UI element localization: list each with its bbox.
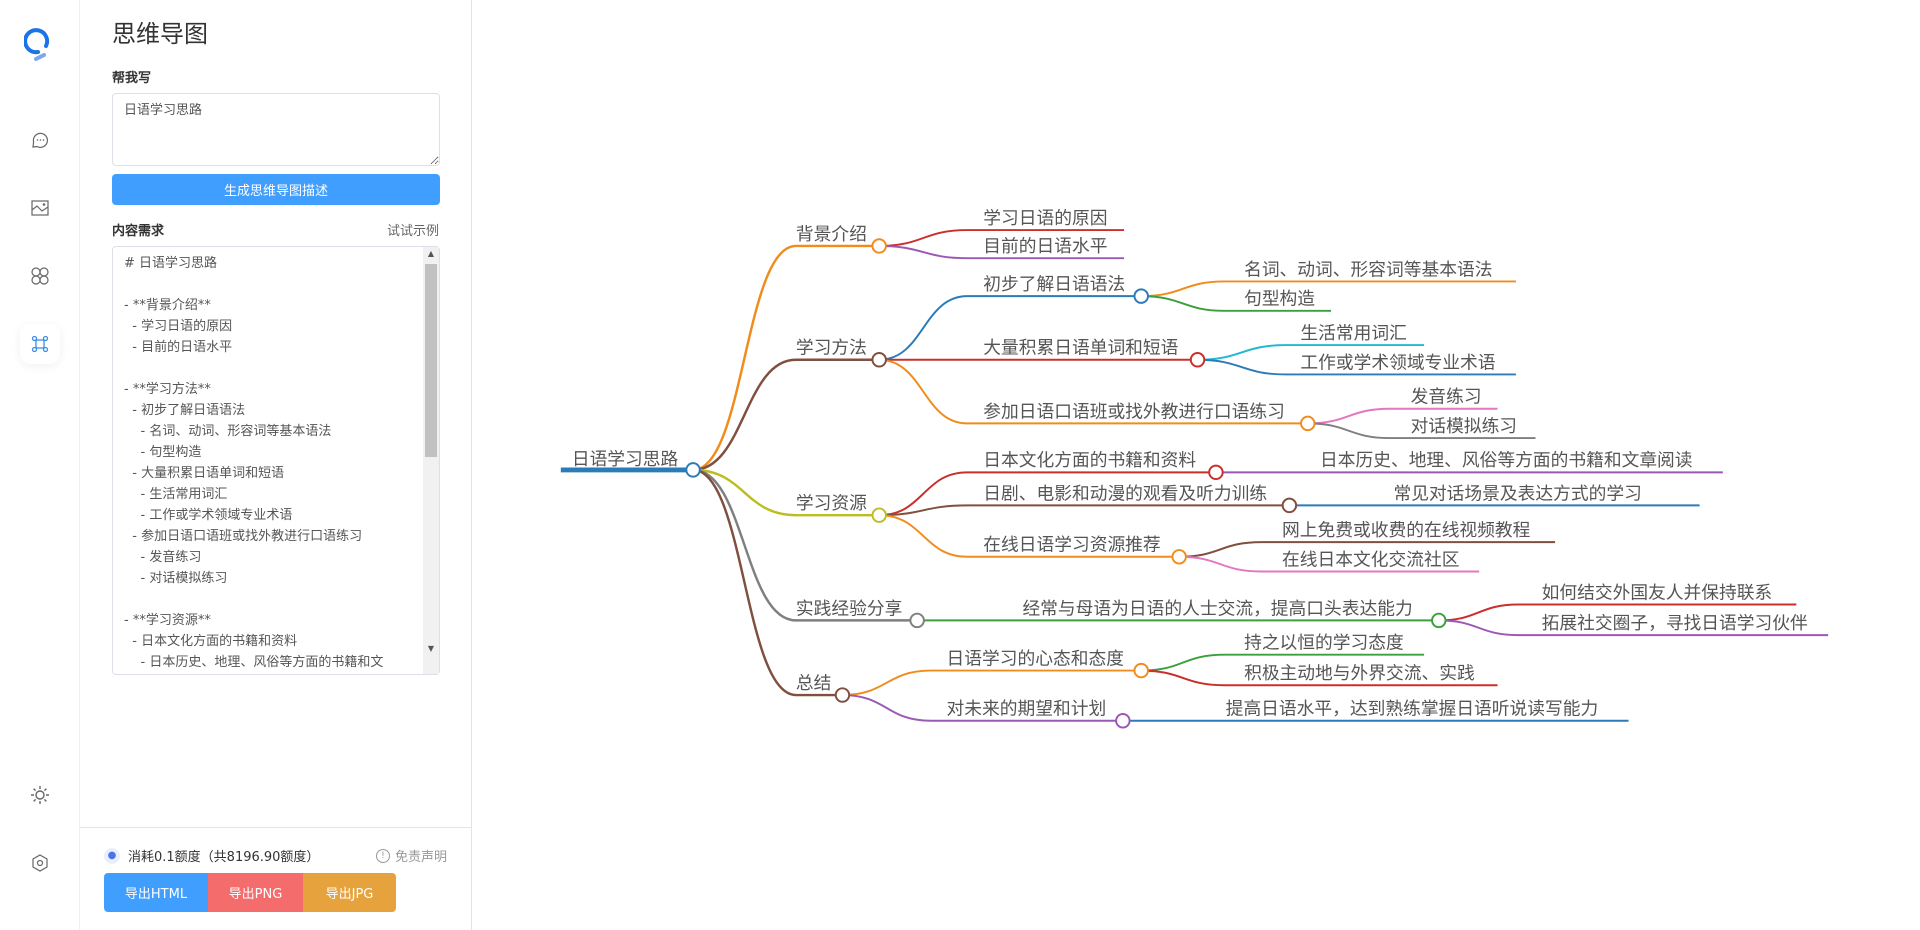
mindmap-edge [842,669,1142,697]
sidebar-nav [0,0,80,930]
image-icon[interactable] [20,188,60,228]
mindmap-leaf-node[interactable]: 目前的日语水平 [983,236,1107,257]
divider [80,827,472,828]
mindmap-edge [879,504,1290,517]
disclaimer-text: 免责声明 [394,850,447,865]
node-collapse-toggle[interactable] [1208,464,1224,481]
mindmap-node[interactable]: 背景介绍 [796,224,867,245]
node-collapse-toggle[interactable] [1300,415,1316,432]
export-jpg-button[interactable]: 导出JPG [303,873,396,912]
topic-input[interactable]: 日语学习思路 [112,93,440,166]
mindmap-leaf-node[interactable]: 对话模拟练习 [1411,416,1517,437]
mindmap-node[interactable]: 总结 [796,673,831,694]
node-collapse-toggle[interactable] [1171,549,1187,565]
credit-info: ● 消耗0.1额度（共8196.90额度） [104,846,319,865]
mindmap-leaf-node[interactable]: 如何结交外国友人并保持联系 [1542,582,1773,603]
mindmap-leaf-node[interactable]: 拓展社交圈子，寻找日语学习伙伴 [1542,613,1808,634]
page-title: 思维导图 [112,20,208,48]
root-node[interactable]: 日语学习思路 [572,449,679,470]
mindmap-leaf-node[interactable]: 提高日语水平，达到熟练掌握日语听说读写能力 [1226,698,1599,720]
node-collapse-toggle[interactable] [1431,612,1447,629]
mindmap-leaf-node[interactable]: 发音练习 [1411,387,1482,408]
help-write-label: 帮我写 [112,71,152,86]
sun-icon[interactable] [20,775,60,815]
mindmap-leaf-node[interactable]: 持之以恒的学习态度 [1244,633,1404,654]
mindmap-leaf-node[interactable]: 在线日本文化交流社区 [1282,549,1459,570]
mindmap-leaf-node[interactable]: 生活常用词汇 [1300,323,1406,344]
mindmap-edge [693,358,880,472]
node-collapse-toggle[interactable] [1133,288,1149,304]
node-collapse-toggle[interactable] [871,507,887,523]
generate-description-button[interactable]: 生成思维导图描述 [112,174,440,205]
mindmap-edge [692,468,918,622]
export-png-button[interactable]: 导出PNG [208,873,303,912]
logo-icon [23,24,56,64]
content-textarea[interactable]: # 日语学习思路 - **背景介绍** - 学习日语的原因 - 目前的日语水平 … [112,246,440,675]
node-collapse-toggle[interactable] [1115,713,1131,729]
try-example-link[interactable]: 试试示例 [386,224,439,239]
mindmap-node[interactable]: 大量积累日语单词和短语 [983,338,1178,359]
mindmap-node[interactable]: 实践经验分享 [796,598,902,619]
scrollbar-thumb[interactable] [425,264,437,457]
credit-icon: ● [104,847,120,864]
mindmap-leaf-node[interactable]: 名词、动词、形容词等基本语法 [1244,259,1492,280]
mindmap-leaf-node[interactable]: 常见对话场景及表达方式的学习 [1393,483,1641,504]
mindmap-node[interactable]: 对未来的期望和计划 [947,699,1107,720]
credit-text: 消耗0.1额度（共8196.90额度） [128,850,320,865]
node-collapse-toggle[interactable] [1133,662,1149,679]
mindmap-leaf-node[interactable]: 网上免费或收费的在线视频教程 [1282,520,1531,541]
node-collapse-toggle[interactable] [834,687,851,703]
command-icon[interactable] [20,324,60,364]
mindmap-node[interactable]: 学习方法 [796,338,867,359]
node-collapse-toggle[interactable] [1281,497,1298,514]
mindmap-leaf-node[interactable]: 句型构造 [1244,289,1315,310]
mindmap-node[interactable]: 经常与母语为日语的人士交流，提高口头表达能力 [1022,598,1412,619]
mindmap-panel: 思维导图 帮我写 日语学习思路 生成思维导图描述 内容需求 试试示例 # 日语学… [80,0,472,930]
node-collapse-toggle[interactable] [1189,352,1206,368]
node-collapse-toggle[interactable] [909,612,925,629]
info-icon: ! [375,848,390,863]
chat-bubble-icon[interactable] [20,120,60,160]
mindmap-node[interactable]: 日剧、电影和动漫的观看及听力训练 [983,483,1267,504]
mindmap-leaf-node[interactable]: 学习日语的原因 [983,208,1107,229]
mindmap-leaf-node[interactable]: 日本历史、地理、风俗等方面的书籍和文章阅读 [1320,450,1693,471]
mindmap-leaf-node[interactable]: 工作或学术领域专业术语 [1300,352,1495,373]
scroll-up-arrow-icon[interactable]: ▲ [427,249,435,258]
mindmap-node[interactable]: 在线日语学习资源推荐 [983,535,1160,556]
mindmap-node[interactable]: 日本文化方面的书籍和资料 [983,450,1196,471]
export-html-button[interactable]: 导出HTML [104,873,208,912]
hexagon-settings-icon[interactable] [20,843,60,883]
disclaimer-link[interactable]: ! 免责声明 [375,846,447,865]
clover-icon[interactable] [20,256,60,296]
root-node-toggle[interactable] [685,462,701,478]
mindmap-leaf-node[interactable]: 积极主动地与外界交流、实践 [1244,663,1475,684]
content-scrollbar[interactable]: ▲ ▼ [423,247,439,674]
mindmap-node[interactable]: 学习资源 [796,493,867,514]
mindmap-node[interactable]: 日语学习的心态和态度 [947,648,1125,669]
content-requirement-label: 内容需求 [112,224,165,239]
mindmap-edge [1141,280,1516,298]
mindmap-node[interactable]: 初步了解日语语法 [983,274,1125,295]
mindmap-node[interactable]: 参加日语口语班或找外教进行口语练习 [983,401,1285,422]
scroll-down-arrow-icon[interactable]: ▼ [427,644,435,653]
node-collapse-toggle[interactable] [871,352,887,368]
node-collapse-toggle[interactable] [871,238,887,254]
